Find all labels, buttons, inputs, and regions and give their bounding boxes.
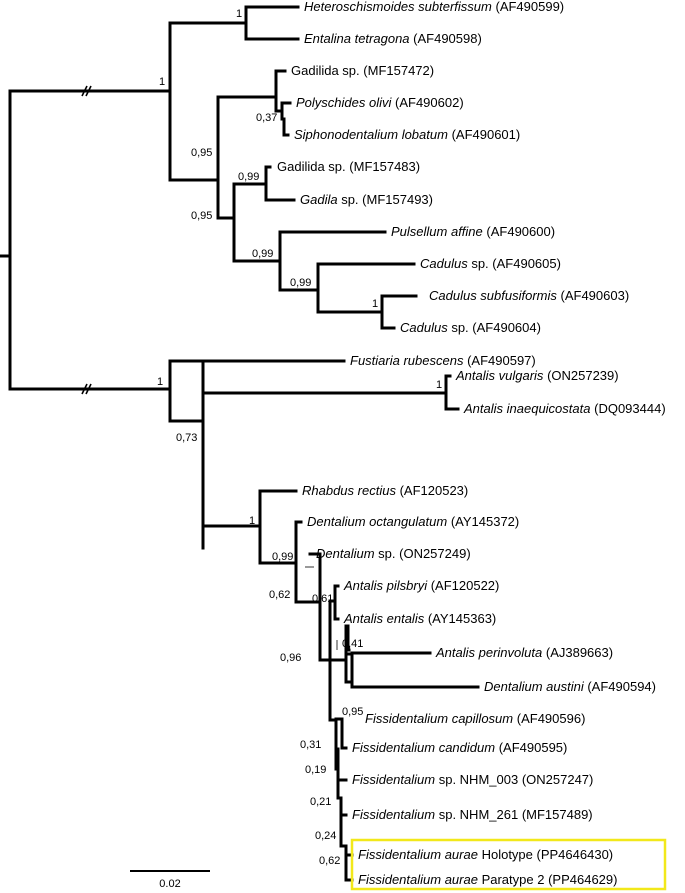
support-value: 0,37: [256, 112, 277, 124]
tip-label: Cadulus subfusiformis (AF490603): [429, 288, 629, 303]
support-values: 1 1 0,37 0,95 0,99 0,95 0,99 0,99 1 1 0,…: [157, 8, 442, 867]
tip-label: Entalina tetragona (AF490598): [304, 31, 482, 46]
tip-label: Gadilida sp. (MF157483): [277, 159, 420, 174]
scale-bar: 0.02: [130, 870, 210, 890]
support-value: 0,96: [280, 652, 301, 664]
support-value: 0,95: [191, 210, 212, 222]
branch-break-marks: [81, 85, 92, 395]
tip-label: Fissidentalium capillosum (AF490596): [365, 711, 585, 726]
break-mark-upper: [81, 85, 88, 97]
break-mark-lower: [85, 383, 92, 395]
support-value: 1: [236, 8, 242, 20]
tip-label: Rhabdus rectius (AF120523): [302, 483, 468, 498]
tip-label: Polyschides olivi (AF490602): [296, 95, 464, 110]
break-mark-lower: [81, 383, 88, 395]
tip-label: Gadilida sp. (MF157472): [291, 63, 434, 78]
tip-label: Fissidentalium sp. NHM_003 (ON257247): [352, 772, 593, 787]
highlight-box: [350, 838, 667, 891]
support-value: 0,41: [342, 638, 363, 650]
tip-label: Cadulus sp. (AF490604): [400, 320, 541, 335]
tip-label: Antalis vulgaris (ON257239): [455, 368, 619, 383]
support-value: 0,99: [290, 277, 311, 289]
tip-label: Dentalium octangulatum (AY145372): [307, 514, 519, 529]
tree-branches: [0, 5, 480, 882]
support-value: 0,95: [342, 706, 363, 718]
tip-label: Antalis entalis (AY145363): [343, 611, 496, 626]
support-value: 0,99: [238, 171, 259, 183]
tip-label: Fissidentalium aurae Holotype (PP4646430…: [358, 847, 613, 862]
tip-label: Gadila sp. (MF157493): [300, 192, 433, 207]
support-value: 0,62: [269, 589, 290, 601]
support-value: 1: [159, 76, 165, 88]
support-value: 0,73: [176, 432, 197, 444]
support-value: 1: [372, 298, 378, 310]
support-value: 0,19: [305, 764, 326, 776]
tip-label: Antalis inaequicostata (DQ093444): [463, 401, 666, 416]
support-value: 0,24: [315, 830, 336, 842]
break-mark-upper: [85, 85, 92, 97]
support-value: 0,62: [319, 855, 340, 867]
tip-label: Fissidentalium aurae Paratype 2 (PP46462…: [358, 872, 617, 887]
tip-label: Fustiaria rubescens (AF490597): [350, 353, 536, 368]
support-value: 1: [436, 379, 442, 391]
tip-label: Siphonodentalium lobatum (AF490601): [294, 127, 520, 142]
tip-label: Heteroschismoides subterfissum (AF490599…: [304, 0, 564, 14]
support-value: 1: [249, 515, 255, 527]
support-value: 0,99: [272, 551, 293, 563]
support-value: 0,61: [312, 593, 333, 605]
support-value: 0,31: [300, 739, 321, 751]
scale-bar-label: 0.02: [159, 878, 180, 890]
tip-label: Pulsellum affine (AF490600): [391, 224, 555, 239]
tip-label: Fissidentalium candidum (AF490595): [352, 740, 567, 755]
support-value: 0,95: [191, 147, 212, 159]
tip-labels: Heteroschismoides subterfissum (AF490599…: [277, 0, 666, 887]
tip-label: Antalis perinvoluta (AJ389663): [435, 645, 613, 660]
tip-label: Dentalium austini (AF490594): [484, 679, 656, 694]
support-value: 1: [157, 376, 163, 388]
tip-label: Cadulus sp. (AF490605): [420, 256, 561, 271]
tip-label: Dentalium sp. (ON257249): [316, 546, 471, 561]
support-value: 0,21: [310, 796, 331, 808]
tip-label: Fissidentalium sp. NHM_261 (MF157489): [352, 807, 593, 822]
tip-label: Antalis pilsbryi (AF120522): [343, 578, 499, 593]
support-value: 0,99: [252, 248, 273, 260]
